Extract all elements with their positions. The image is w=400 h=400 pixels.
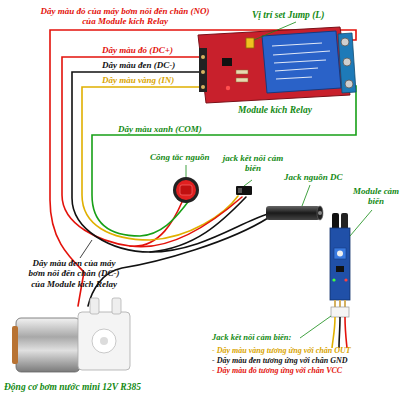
sensor-wire-black <box>339 317 340 348</box>
sensor-jack <box>236 186 252 195</box>
sensor-jack <box>236 186 252 195</box>
sensor-module <box>332 213 339 230</box>
red-wire-dc-plus <box>62 57 203 246</box>
wire-label: Dây màu đen (DC-) <box>102 60 202 70</box>
sensor-wire-yellow <box>332 317 335 348</box>
water-pump <box>90 298 99 314</box>
relay-module <box>343 58 351 66</box>
relay-module <box>236 70 248 74</box>
power-switch <box>173 177 199 203</box>
green-wire-com <box>92 86 356 236</box>
switch-label: Công tắc nguồn <box>150 152 230 162</box>
sensor-module <box>337 251 343 257</box>
relay-module <box>201 85 205 89</box>
jumper-label: Vị trí set Jump (L) <box>252 10 362 21</box>
power-switch <box>176 180 196 200</box>
relay-module <box>198 27 350 103</box>
water-pump <box>78 312 130 370</box>
leader-line <box>302 185 310 206</box>
wire-label: Dây màu vàng (IN) <box>102 75 202 85</box>
relay-module <box>341 38 349 46</box>
wire-note: Dây màu đen của máy bơm nối đến chân (DC… <box>26 258 122 289</box>
sensor-wire-red <box>345 317 347 348</box>
relay-module <box>345 80 353 88</box>
sensor-module <box>336 266 344 272</box>
leader-line <box>80 240 92 258</box>
pinout-line: - Dây màu đen tương ứng với chân GND <box>212 356 398 365</box>
power-switch <box>180 185 192 195</box>
relay-module <box>222 58 232 66</box>
dc-jack <box>318 211 322 215</box>
relay-print <box>275 68 318 71</box>
relay-module <box>236 78 248 82</box>
dc-jack <box>317 206 323 220</box>
power-switch <box>173 177 199 203</box>
yellow-wire-in <box>82 87 238 240</box>
relay-module <box>226 86 230 90</box>
relay-print <box>272 43 322 46</box>
water-pump <box>100 337 108 345</box>
leader-line <box>300 316 331 338</box>
leader-line <box>80 22 372 338</box>
sensor-module <box>331 307 349 317</box>
sensor-module <box>332 278 335 281</box>
red-wire-sensor <box>130 197 242 247</box>
relay-module <box>338 33 356 93</box>
sensor-module <box>330 228 350 300</box>
part-name: Động cơ bơm nước mini 12V R385 <box>4 382 224 393</box>
pinout-heading: Jack kết nối cảm biến: <box>212 333 362 343</box>
leader-line <box>186 165 187 177</box>
leader-line <box>254 22 296 40</box>
relay-module <box>198 27 356 103</box>
wire-note: Dây màu đỏ của máy bơm nối đến chân (NO)… <box>34 6 216 27</box>
dc-jack <box>266 206 320 220</box>
relay-module <box>201 70 205 74</box>
relay-module <box>262 31 341 93</box>
pinout-line: - Dây màu đỏ tương ứng với chân VCC <box>212 366 398 375</box>
relay-print <box>272 43 330 79</box>
relay-print <box>276 77 312 79</box>
sensor-module <box>341 213 348 230</box>
water-pump <box>112 298 121 314</box>
leader-line <box>350 210 372 236</box>
module-label: Module kích Relay <box>238 105 348 116</box>
water-pump <box>12 326 18 364</box>
water-pump <box>12 298 130 372</box>
sensor-module <box>344 278 347 281</box>
relay-module <box>201 55 205 59</box>
relay-print <box>273 51 330 55</box>
pinout-line: - Dây màu vàng tương ứng với chân OUT <box>212 346 398 355</box>
sensor-module <box>330 213 350 348</box>
dc-jack <box>266 206 323 220</box>
water-pump <box>92 329 116 353</box>
module-label: Module cảm biến <box>352 186 400 207</box>
relay-print <box>274 60 326 63</box>
sensor-module <box>334 248 346 259</box>
black-wire-sensor <box>150 197 246 252</box>
jack-label: Jack nguồn DC <box>284 172 364 182</box>
jack-label: jack kết nối cảm biến <box>222 153 284 174</box>
wire-label: Dây màu xanh (COM) <box>118 124 238 134</box>
leader-line <box>244 180 252 186</box>
wire-label: Dây màu đỏ (DC+) <box>102 45 202 55</box>
sensor-jack <box>238 188 242 193</box>
relay-module <box>246 38 254 48</box>
relay-module <box>199 48 207 92</box>
water-pump <box>16 318 80 372</box>
